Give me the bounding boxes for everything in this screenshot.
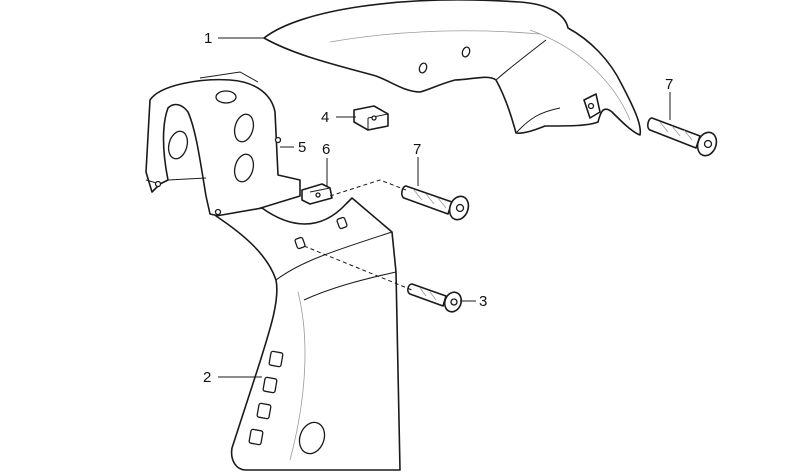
bolt-part-3: [407, 283, 463, 313]
callout-3: 3: [479, 293, 487, 310]
callout-1: 1: [204, 30, 212, 47]
assembly-line-bolt-7: [329, 179, 407, 197]
clip-part-4: [353, 105, 389, 131]
bolt-part-7-upper: [647, 117, 718, 157]
bolt-part-7-middle: [401, 185, 470, 221]
clamp-part-6: [301, 183, 333, 205]
callout-5: 5: [298, 139, 306, 156]
callout-2: 2: [203, 369, 211, 386]
callout-7-upper: 7: [665, 76, 673, 93]
assembly-line-bolt-3: [303, 245, 413, 291]
bracket-part-5: [145, 71, 301, 219]
arm-part-2: [215, 197, 401, 471]
fender-part-1: [263, 0, 642, 136]
callout-6: 6: [322, 141, 330, 158]
callout-4: 4: [321, 109, 329, 126]
callout-7-middle: 7: [413, 141, 421, 158]
